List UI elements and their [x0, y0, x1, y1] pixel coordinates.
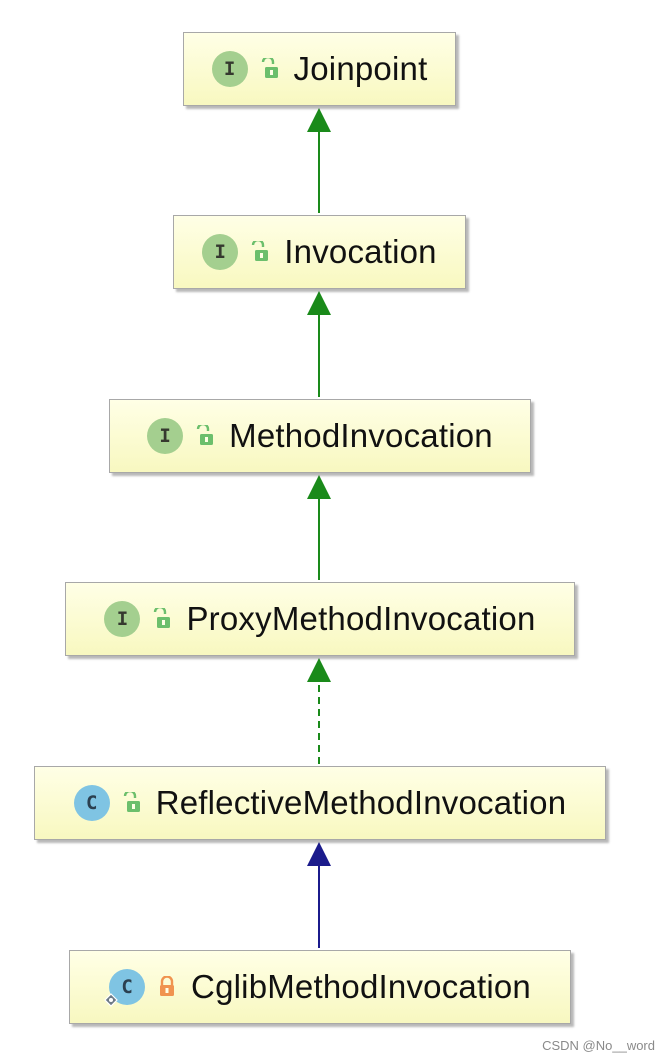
- node-label: ReflectiveMethodInvocation: [155, 784, 567, 821]
- edge-reflective-method-invocation-to-proxy-method-invocation: [307, 658, 331, 764]
- kind-letter: C: [85, 791, 98, 814]
- closed-lock-icon: [160, 976, 175, 996]
- open-lock-icon: [252, 241, 269, 261]
- static-nested-overlay-icon: [104, 993, 118, 1007]
- edge-method-invocation-to-invocation: [307, 291, 331, 397]
- node-cglib-method-invocation[interactable]: C CglibMethodInvocation: [69, 950, 571, 1024]
- kind-letter: C: [121, 975, 133, 998]
- open-lock-icon: [196, 425, 214, 445]
- kind-letter: I: [116, 607, 129, 630]
- node-proxy-method-invocation[interactable]: I ProxyMethodInvocation: [65, 582, 575, 656]
- node-invocation[interactable]: I Invocation: [173, 215, 466, 289]
- node-label: CglibMethodInvocation: [191, 968, 531, 1005]
- interface-icon: I: [211, 51, 248, 87]
- edge-arrowhead: [307, 108, 331, 132]
- edge-cglib-method-invocation-to-reflective-method-invocation: [307, 842, 331, 948]
- interface-icon: I: [202, 234, 239, 270]
- node-method-invocation[interactable]: I MethodInvocation: [109, 399, 531, 473]
- open-lock-icon: [261, 58, 278, 78]
- open-lock-icon: [123, 792, 140, 812]
- node-reflective-method-invocation[interactable]: C ReflectiveMethodInvocation: [34, 766, 606, 840]
- kind-letter: I: [223, 57, 236, 80]
- watermark: CSDN @No__word: [542, 1038, 655, 1053]
- node-label: MethodInvocation: [229, 417, 493, 454]
- kind-letter: I: [159, 424, 171, 447]
- node-label: Invocation: [284, 233, 437, 270]
- class-icon: C: [104, 969, 146, 1007]
- class-icon: C: [73, 785, 110, 821]
- edge-arrowhead: [307, 291, 331, 315]
- edge-proxy-method-invocation-to-method-invocation: [307, 475, 331, 580]
- node-label: ProxyMethodInvocation: [186, 600, 536, 637]
- kind-letter: I: [214, 240, 226, 263]
- edge-arrowhead: [307, 658, 331, 682]
- edge-invocation-to-joinpoint: [307, 108, 331, 213]
- open-lock-icon: [154, 608, 171, 628]
- edge-arrowhead: [307, 475, 331, 499]
- interface-icon: I: [147, 418, 184, 454]
- interface-icon: I: [104, 601, 141, 637]
- node-joinpoint[interactable]: I Joinpoint: [183, 32, 456, 106]
- edge-arrowhead: [307, 842, 331, 866]
- node-label: Joinpoint: [293, 50, 428, 87]
